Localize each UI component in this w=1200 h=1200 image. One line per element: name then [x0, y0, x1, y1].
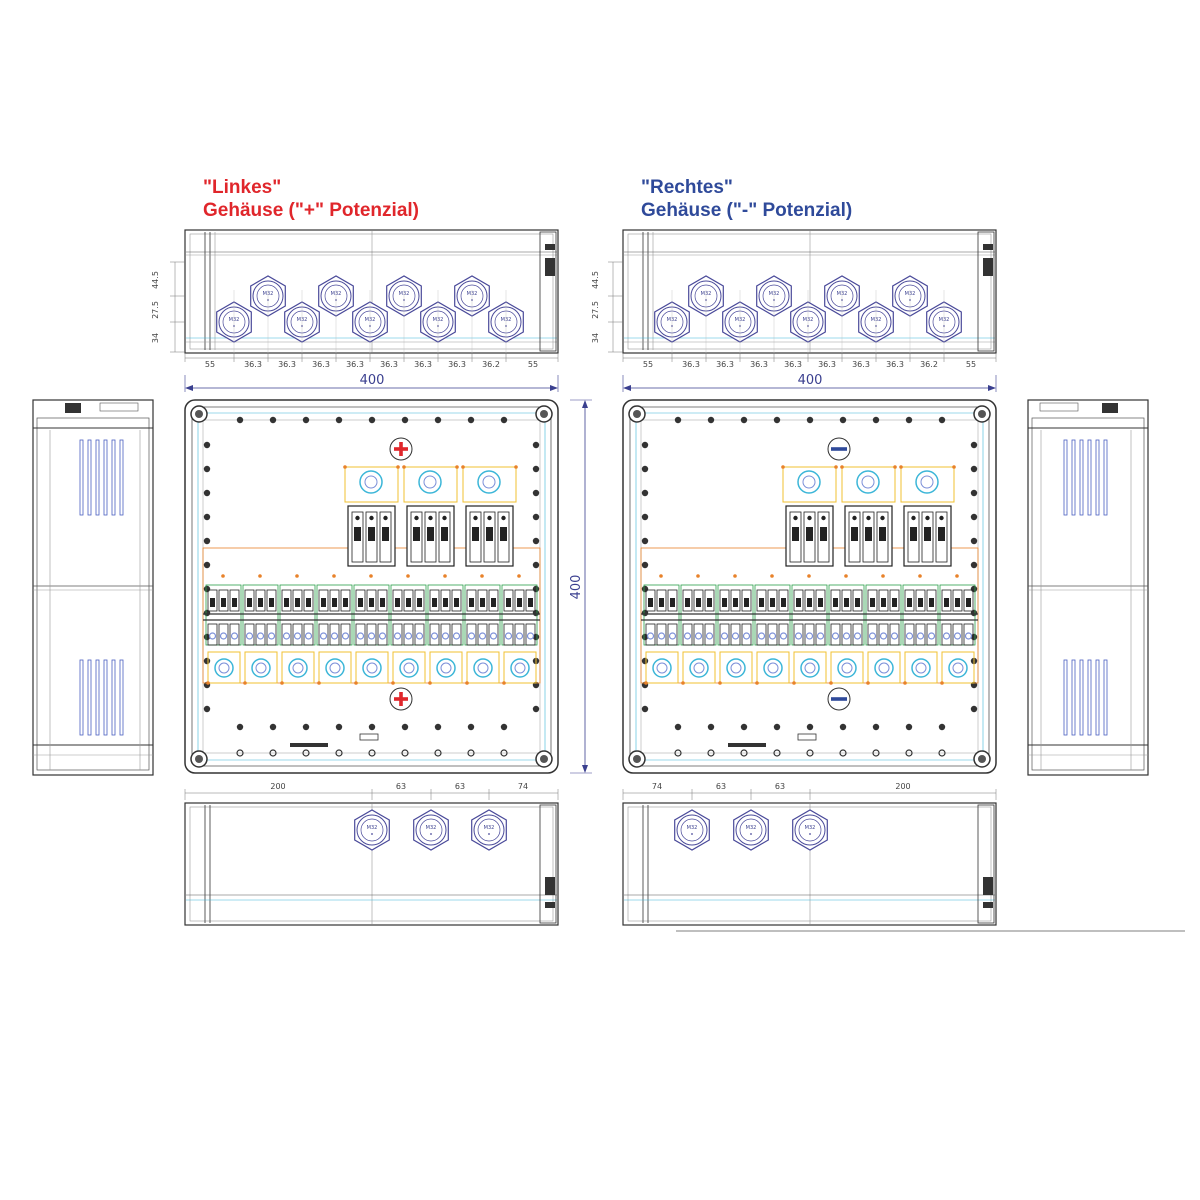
right-top-dim-9: 36.2 [920, 360, 938, 369]
left-top-dim-9: 36.2 [482, 360, 500, 369]
right-side-profile [1027, 399, 1149, 776]
right-side-dim-3: 34 [591, 333, 600, 343]
left-top-dim-6: 36.3 [380, 360, 398, 369]
right-title-line2: Gehäuse ("-" Potenzial) [641, 200, 853, 221]
cable-gland-icon: M32 [674, 809, 710, 851]
left-bottom-dim-3: 63 [455, 782, 465, 791]
left-bottom-dim-4: 74 [518, 782, 528, 791]
left-top-dim-5: 36.3 [346, 360, 364, 369]
gland-label: M32 [426, 825, 437, 831]
left-width-label: 400 [360, 373, 385, 388]
cable-gland-icon: M32 [471, 809, 507, 851]
left-title-line1: "Linkes" [203, 177, 282, 198]
cable-gland-icon: M32 [354, 809, 390, 851]
minus-potential-icon [827, 437, 851, 461]
cable-gland-icon: M32 [792, 809, 828, 851]
left-top-dim-10: 55 [528, 360, 538, 369]
right-top-dim-1: 55 [643, 360, 653, 369]
height-dimension: 400 [569, 399, 592, 774]
right-bottom-dim-1: 74 [652, 782, 662, 791]
right-width-dimension: 400 [622, 373, 997, 392]
left-top-dim-3: 36.3 [278, 360, 296, 369]
left-top-dim-4: 36.3 [312, 360, 330, 369]
right-title-line1: "Rechtes" [641, 177, 733, 198]
gland-label: M32 [367, 825, 378, 831]
right-top-dim-7: 36.3 [852, 360, 870, 369]
plus-potential-icon [389, 687, 413, 711]
cable-gland-icon: M32 [413, 809, 449, 851]
gland-label: M32 [805, 825, 816, 831]
left-bottom-view: 200 63 63 74 M32 M32 M32 [184, 782, 559, 926]
right-top-dim-6: 36.3 [818, 360, 836, 369]
right-top-dim-4: 36.3 [750, 360, 768, 369]
right-width-label: 400 [798, 373, 823, 388]
minus-potential-icon [827, 687, 851, 711]
cable-gland-icon: M32 [733, 809, 769, 851]
gland-label: M32 [746, 825, 757, 831]
right-top-dim-10: 55 [966, 360, 976, 369]
left-side-dim-1: 44.5 [151, 271, 160, 289]
right-top-dim-5: 36.3 [784, 360, 802, 369]
height-label: 400 [569, 575, 584, 600]
gland-label: M32 [687, 825, 698, 831]
left-bottom-dim-2: 63 [396, 782, 406, 791]
right-top-dim-8: 36.3 [886, 360, 904, 369]
right-side-dim-2: 27.5 [591, 301, 600, 319]
left-top-dim-2: 36.3 [244, 360, 262, 369]
left-top-dim-1: 55 [205, 360, 215, 369]
gland-label: M32 [484, 825, 495, 831]
left-width-dimension: 400 [184, 373, 559, 392]
left-side-dim-3: 34 [151, 333, 160, 343]
right-bottom-dim-4: 200 [895, 782, 910, 791]
right-bottom-dim-3: 63 [775, 782, 785, 791]
left-side-dim-2: 27.5 [151, 301, 160, 319]
left-side-profile [32, 399, 154, 776]
plus-potential-icon [389, 437, 413, 461]
right-side-dim-1: 44.5 [591, 271, 600, 289]
left-bottom-dim-1: 200 [270, 782, 285, 791]
left-title-line2: Gehäuse ("+" Potenzial) [203, 200, 419, 221]
right-top-dim-2: 36.3 [682, 360, 700, 369]
left-front-view [184, 399, 559, 774]
right-front-view [622, 399, 997, 774]
left-top-dim-8: 36.3 [448, 360, 466, 369]
right-bottom-view: 74 63 63 200 M32 M32 M32 [622, 782, 1185, 932]
right-top-dim-3: 36.3 [716, 360, 734, 369]
right-bottom-dim-2: 63 [716, 782, 726, 791]
left-top-dim-7: 36.3 [414, 360, 432, 369]
